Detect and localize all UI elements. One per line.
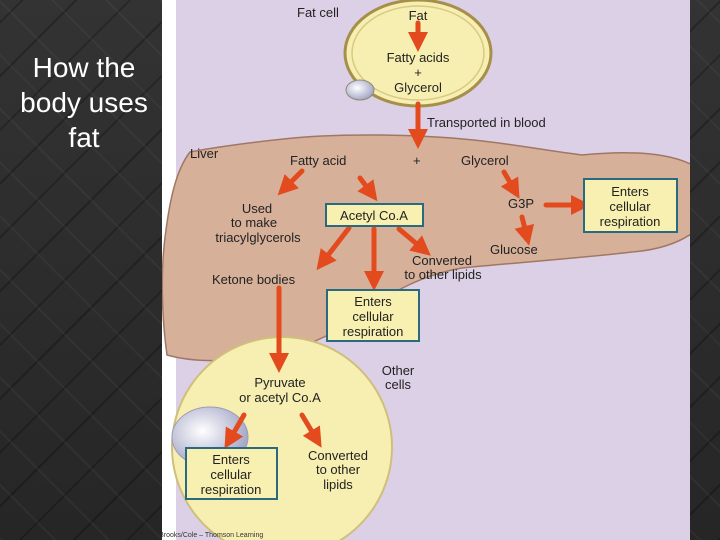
label-g3p: G3P bbox=[508, 196, 534, 211]
label-converted-lipids-1: Converted bbox=[412, 253, 472, 268]
arrow-pyruvate-to-converted bbox=[299, 412, 322, 448]
slide-title: How the body uses fat bbox=[20, 52, 148, 153]
label-other-cells-2: cells bbox=[385, 377, 412, 392]
label-fatty-acid: Fatty acid bbox=[290, 153, 346, 168]
label-fat: Fat bbox=[409, 8, 428, 23]
other-cell bbox=[171, 336, 393, 540]
arrow-acetyl-to-ketone bbox=[316, 225, 352, 271]
label-glycerol: Glycerol bbox=[461, 153, 509, 168]
arrow-pyruvate-to-respiration bbox=[224, 412, 247, 449]
label-resp-right-3: respiration bbox=[600, 214, 661, 229]
label-resp-center-3: respiration bbox=[343, 324, 404, 339]
label-other-cells-1: Other bbox=[382, 363, 415, 378]
arrow-acetyl-to-converted bbox=[396, 226, 431, 256]
fat-cell-nucleus bbox=[345, 79, 375, 101]
label-resp-center-1: Enters bbox=[354, 294, 392, 309]
label-liver: Liver bbox=[190, 146, 219, 161]
label-resp-center-2: cellular bbox=[352, 309, 394, 324]
label-used-2: to make bbox=[231, 215, 277, 230]
label-transported: Transported in blood bbox=[427, 115, 546, 130]
label-resp-bottom-1: Enters bbox=[212, 452, 250, 467]
arrow-fatty-acid-to-used bbox=[277, 168, 305, 196]
label-used-1: Used bbox=[242, 201, 272, 216]
label-converted-other-1: Converted bbox=[308, 448, 368, 463]
label-resp-right-2: cellular bbox=[609, 199, 651, 214]
arrow-glycerol-to-g3p bbox=[500, 169, 520, 199]
label-plus-fat-cell: + bbox=[414, 65, 422, 80]
respiration-box-bottom bbox=[185, 447, 278, 500]
label-pyruvate-2: or acetyl Co.A bbox=[239, 390, 321, 405]
label-resp-right-1: Enters bbox=[611, 184, 649, 199]
fat-metabolism-figure: Fat cell Fat Fatty acids + Glycerol Tran… bbox=[162, 0, 690, 540]
label-ketone-bodies: Ketone bodies bbox=[212, 272, 296, 287]
fat-cell bbox=[343, 0, 493, 108]
fat-metabolism-diagram: Fat cell Fat Fatty acids + Glycerol Tran… bbox=[162, 0, 690, 540]
credit-line: © Brooks/Cole – Thomson Learning bbox=[162, 531, 263, 539]
arrows bbox=[224, 20, 591, 449]
label-converted-other-2: to other bbox=[316, 462, 361, 477]
label-fat-cell: Fat cell bbox=[297, 5, 339, 20]
label-converted-lipids-2: to other lipids bbox=[404, 267, 482, 282]
respiration-box-right bbox=[583, 178, 678, 233]
label-glucose: Glucose bbox=[490, 242, 538, 257]
label-resp-bottom-3: respiration bbox=[201, 482, 262, 497]
acetyl-coa-box bbox=[325, 203, 424, 227]
label-resp-bottom-2: cellular bbox=[210, 467, 252, 482]
arrow-fatty-acid-to-acetyl bbox=[357, 175, 378, 202]
label-pyruvate-1: Pyruvate bbox=[254, 375, 305, 390]
label-plus-liver: + bbox=[413, 153, 421, 168]
arrow-g3p-to-glucose bbox=[514, 214, 535, 246]
label-glycerol-fat-cell: Glycerol bbox=[394, 80, 442, 95]
diagram-labels: Fat cell Fat Fatty acids + Glycerol Tran… bbox=[162, 5, 660, 539]
label-acetyl-coa: Acetyl Co.A bbox=[340, 208, 408, 223]
respiration-box-center bbox=[326, 289, 420, 342]
label-fatty-acids: Fatty acids bbox=[387, 50, 450, 65]
label-converted-other-3: lipids bbox=[323, 477, 353, 492]
label-used-3: triacylglycerols bbox=[215, 230, 301, 245]
